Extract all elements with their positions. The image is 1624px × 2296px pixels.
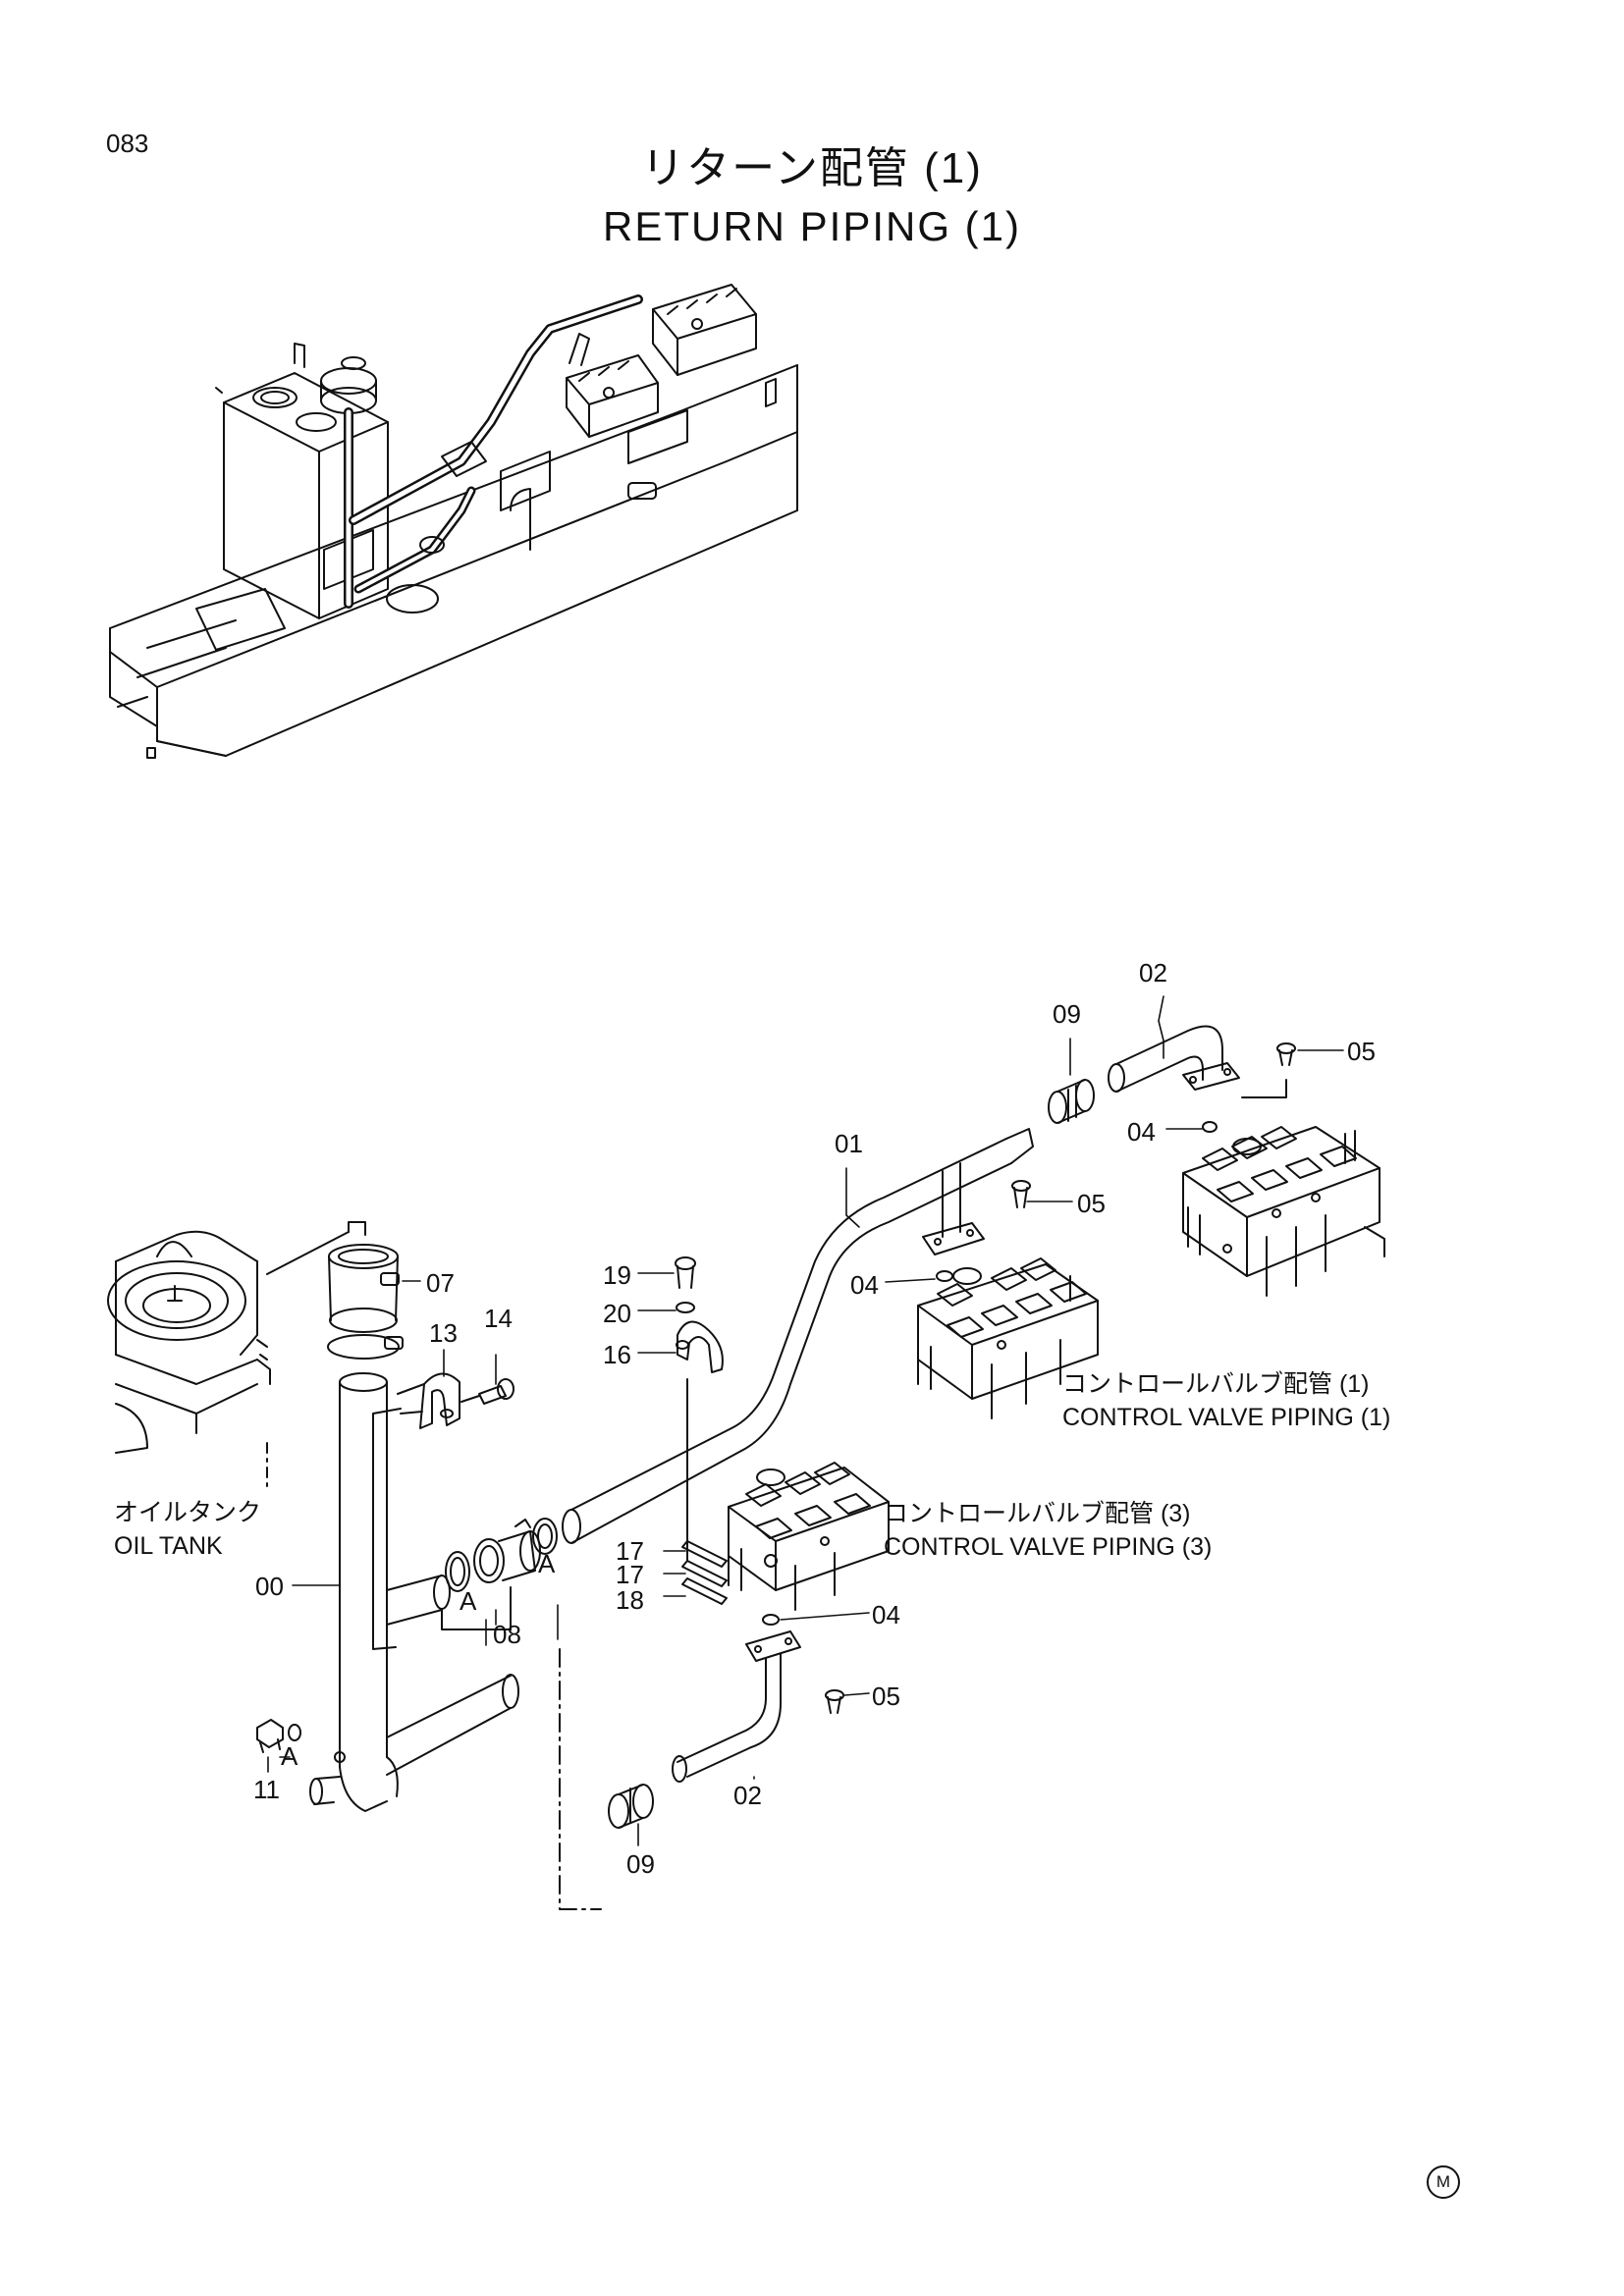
callout-16: 16	[603, 1340, 631, 1369]
callout-00: 00	[255, 1572, 284, 1601]
maker-mark-icon: M	[1427, 2165, 1460, 2199]
seal-label-a2: A	[538, 1549, 556, 1578]
callout-13: 13	[429, 1318, 458, 1348]
callout-01: 01	[835, 1129, 863, 1158]
part-19-bolt	[675, 1256, 696, 1289]
part-04-oring-mid	[936, 1270, 953, 1282]
cvp1-label-jp: コントロールバルブ配管 (1)	[1062, 1370, 1370, 1398]
part-09-hose-top	[1048, 1079, 1095, 1124]
part-00-main-pipe	[309, 1372, 519, 1812]
part-20-washer	[676, 1302, 695, 1313]
callout-09-top: 09	[1053, 999, 1081, 1029]
cvp3-label-en: CONTROL VALVE PIPING (3)	[884, 1533, 1213, 1561]
part-13-bracket	[397, 1372, 460, 1429]
oil-tank-partial	[107, 1230, 350, 1493]
routing-line-lower	[559, 1648, 602, 1910]
part-11-plug	[256, 1719, 301, 1753]
callout-04-low: 04	[872, 1600, 900, 1629]
leader-lines	[267, 995, 1344, 1846]
part-16-clamp	[676, 1320, 724, 1373]
callout-04-mid: 04	[850, 1270, 879, 1300]
control-valve-middle	[917, 1257, 1099, 1419]
part-04-oring-low	[762, 1614, 780, 1626]
part-02-elbow-low	[672, 1630, 801, 1783]
oil-tank-label-en: OIL TANK	[114, 1532, 223, 1560]
callout-05-mid: 05	[1077, 1189, 1106, 1218]
callout-05-top: 05	[1347, 1037, 1376, 1066]
part-01-long-pipe	[562, 1128, 1034, 1544]
part-02-elbow-top	[1108, 1025, 1240, 1093]
part-14-bolt	[460, 1378, 514, 1405]
callout-18: 18	[616, 1585, 644, 1615]
callout-20: 20	[603, 1299, 631, 1328]
part-17-18-plates	[681, 1378, 728, 1605]
callout-05-low: 05	[872, 1682, 900, 1711]
page-number: 083	[106, 129, 149, 158]
overview-machine-frame	[109, 364, 798, 759]
overview-return-hose	[344, 294, 643, 609]
callout-04-top: 04	[1127, 1117, 1156, 1147]
control-valve-lower	[728, 1462, 890, 1611]
callout-17b: 17	[616, 1560, 644, 1589]
part-07-collar	[327, 1221, 404, 1360]
page-title-english: RETURN PIPING (1)	[602, 203, 1022, 249]
callout-09-low: 09	[626, 1849, 655, 1879]
page-title-japanese: リターン配管 (1)	[641, 144, 983, 192]
part-05-bolt-top	[1241, 1042, 1296, 1098]
cvp3-label-jp: コントロールバルブ配管 (3)	[884, 1500, 1191, 1527]
part-05-bolt-mid	[1011, 1180, 1031, 1208]
callout-14: 14	[484, 1304, 513, 1333]
callout-07: 07	[426, 1268, 455, 1298]
callout-17a: 17	[616, 1536, 644, 1566]
callout-02-top: 02	[1139, 958, 1167, 988]
callout-19: 19	[603, 1260, 631, 1290]
seal-label-a3: A	[281, 1741, 298, 1771]
part-09-hose-low	[608, 1784, 654, 1829]
part-08-fitting-set	[441, 1518, 558, 1630]
part-04-oring-top	[1202, 1121, 1218, 1133]
oil-tank-label-jp: オイルタンク	[114, 1499, 262, 1526]
cvp1-label-en: CONTROL VALVE PIPING (1)	[1062, 1404, 1391, 1431]
part-05-bolt-low	[825, 1689, 844, 1714]
callout-08: 08	[493, 1620, 521, 1649]
control-valve-right	[1182, 1126, 1385, 1297]
callout-02-low: 02	[733, 1781, 762, 1810]
seal-label-a1: A	[460, 1586, 477, 1616]
callout-11: 11	[253, 1775, 280, 1804]
overview-control-valves	[566, 284, 757, 438]
